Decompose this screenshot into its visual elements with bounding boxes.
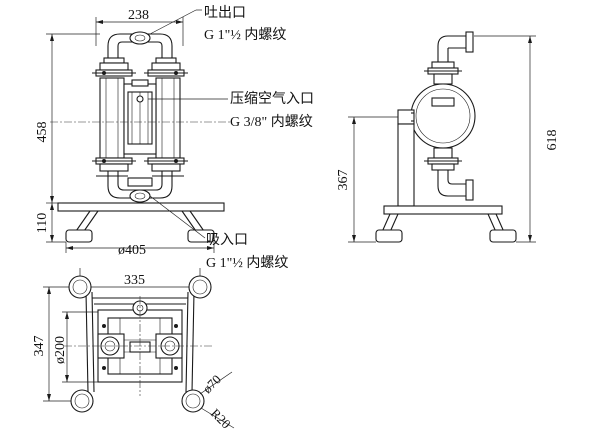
dim-height-458: 458 [35, 122, 50, 143]
suction-thread: G 1"½ 内螺纹 [206, 255, 288, 271]
air-inlet-port [136, 95, 144, 103]
dim-inner-200: ø200 [53, 336, 68, 364]
suction-port [129, 189, 151, 203]
foot-right [187, 229, 215, 243]
outlet-thread: G 1"½ 内螺纹 [204, 27, 286, 43]
top-view: 335 [32, 268, 235, 432]
outlet-label: 吐出口 [204, 5, 246, 21]
dim-base-405: ø405 [118, 243, 146, 258]
dim-base-110: 110 [35, 213, 50, 233]
front-view: 238 [35, 8, 230, 258]
side-view: 618 367 [336, 31, 560, 243]
dim-depth-347: 347 [32, 336, 47, 357]
dim-width-335: 335 [124, 273, 145, 288]
suction-label: 吸入口 [206, 233, 248, 248]
foot-circle [181, 389, 205, 413]
callouts: 吐出口 G 1"½ 内螺纹 压缩空气入口 G 3/8" 内螺纹 吸入口 G 1"… [204, 5, 314, 271]
foot-left [65, 229, 93, 243]
dim-width-238: 238 [128, 8, 149, 23]
dim-height-618: 618 [545, 130, 560, 151]
side-body [410, 83, 476, 149]
dim-foot-70: ø70 [200, 372, 224, 396]
air-inlet-thread: G 3/8" 内螺纹 [230, 114, 313, 130]
dim-radius-20: R20 [208, 406, 234, 432]
base-plate [57, 202, 225, 212]
dim-height-367: 367 [336, 170, 351, 191]
air-inlet-label: 压缩空气入口 [230, 91, 314, 107]
outlet-port [129, 31, 151, 45]
